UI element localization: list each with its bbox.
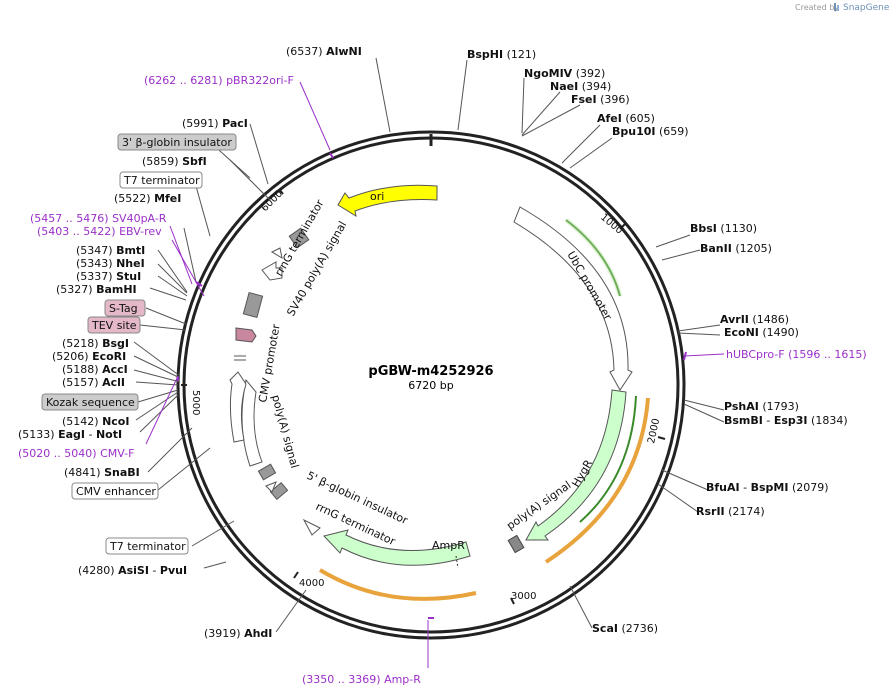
primer-cmv-f: (5020 .. 5040) CMV-F [18,447,134,460]
site-snabi: (4841) SnaBI [64,466,140,479]
site-banii: BanII (1205) [700,242,772,255]
label-box-cmv-enhancer: CMV enhancer [71,482,159,500]
site-mfei: (5522) MfeI [114,192,181,205]
plasmid-size: 6720 bp [408,379,453,392]
site-fsei: FseI (396) [571,93,630,106]
polya-right-box[interactable] [507,534,525,554]
site-nhei: (5343) NheI [76,257,145,270]
tick-3000: 3000 [511,591,536,602]
site-asisi: (4280) AsiSI - PvuI [78,564,187,577]
site-sbfi: (5859) SbfI [142,155,207,168]
primer-pbr322ori-f: (6262 .. 6281) pBR322ori-F [144,74,294,87]
label-box-t7-top: T7 terminator [119,171,203,189]
hygr-orf-green [579,395,637,523]
ampr-feature[interactable] [323,529,471,566]
svg-text:S-Tag: S-Tag [109,302,138,315]
polya-left-feature[interactable] [241,378,263,467]
site-econi: EcoNI (1490) [724,326,799,339]
scale-ticks [181,188,666,605]
cmv-promoter-feature[interactable] [229,371,247,443]
site-alwni: (6537) AlwNI [286,45,362,58]
tick-5000: 5000 [190,390,201,415]
svg-text:TEV site: TEV site [91,319,137,332]
svg-text:3' β-globin insulator: 3' β-globin insulator [122,136,232,149]
rrng-top-arrow2 [270,247,283,260]
primer-leader-lines [145,81,725,668]
tev-stag-block[interactable] [235,327,257,343]
primer-hubcpro-f: hUBCpro-F (1596 .. 1615) [726,348,867,361]
site-naei: NaeI (394) [550,80,611,93]
site-bbsi: BbsI (1130) [690,222,757,235]
site-ncoi: (5142) NcoI [62,415,129,428]
site-acli: (5157) AclI [62,376,125,389]
site-bamhi: (5327) BamHI [56,283,137,296]
site-pshai: PshAI (1793) [724,400,799,413]
label-box-kozak: Kozak sequence [41,393,139,411]
globin3-box[interactable] [288,227,310,249]
globin5-box[interactable] [257,463,277,481]
svg-text:Kozak sequence: Kozak sequence [46,396,135,409]
tick-2000: 2000 [646,417,662,444]
ori-label: ori [370,190,384,203]
ubc-promoter-feature[interactable] [513,206,633,391]
ori-feature[interactable] [337,184,438,218]
site-ecori: (5206) EcoRI [52,350,126,363]
site-scai: ScaI (2736) [592,622,658,635]
hygr-feature[interactable] [525,389,627,541]
primer-sv40pa-r: (5457 .. 5476) SV40pA-R [30,212,167,225]
label-box-stag: S-Tag [104,299,146,317]
plasmid-name: pGBW-m4252926 [368,364,493,379]
site-afei: AfeI (605) [597,112,655,125]
site-bfuai: BfuAI - BspMI (2079) [706,481,829,494]
site-avrii: AvrII (1486) [720,313,789,326]
ubc-promoter-label: UbC promoter [564,249,614,323]
site-bmti: (5347) BmtI [76,244,145,257]
site-bpu10i: Bpu10I (659) [612,125,689,138]
ubc-orf-green [565,219,621,297]
ampr-label: AmpR [432,539,465,552]
snapgene-brand: SnapGene [843,3,890,13]
cmv-enhancer-box[interactable] [269,481,289,501]
label-box-t7-bottom: T7 terminator [105,537,189,555]
primer-ebv-rev: (5403 .. 5422) EBV-rev [37,225,162,238]
site-ahdi: (3919) AhdI [204,627,272,640]
site-paci: (5991) PacI [182,117,248,130]
site-rsrii: RsrII (2174) [696,505,765,518]
rrng-bottom-feature[interactable] [302,518,321,536]
site-ngomiv: NgoMIV (392) [524,67,605,80]
hygr-orf-orange [544,397,650,564]
label-box-globin3: 3' β-globin insulator [117,133,237,151]
leader-lines [133,57,725,633]
site-eagi: (5133) EagI - NotI [18,428,122,441]
svg-text:T7 terminator: T7 terminator [123,174,200,187]
site-acci: (5188) AccI [62,363,128,376]
rrng-top-feature[interactable] [261,261,283,281]
site-bsphi: BspHI (121) [467,48,536,61]
svg-text:CMV enhancer: CMV enhancer [76,485,156,498]
polya-left-label: poly(A) signal [269,393,301,469]
site-bsmbi: BsmBI - Esp3I (1834) [724,414,848,427]
site-bsgi: (5218) BsgI [62,337,129,350]
tick-4000: 4000 [299,578,324,589]
sv40-box[interactable] [242,291,264,319]
small-arrow-feature [265,481,277,493]
site-stui: (5337) StuI [76,270,141,283]
svg-text:T7 terminator: T7 terminator [109,540,186,553]
created-by-text: Created by [795,3,839,12]
snapgene-logo-icon [834,3,839,11]
cmv-promoter-label: CMV promoter [256,323,283,404]
label-box-tev: TEV site [87,316,141,334]
ampr-orf-orange [318,568,477,601]
primer-amp-r: (3350 .. 3369) Amp-R [302,673,421,686]
